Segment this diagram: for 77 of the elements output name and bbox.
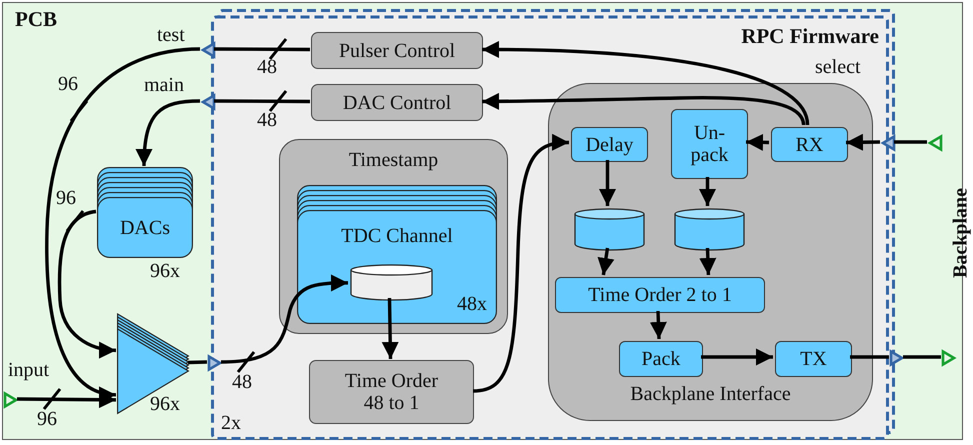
port-triangle	[890, 350, 904, 366]
arrow	[472, 134, 570, 393]
count-label: 2x	[221, 412, 241, 434]
arrow	[699, 177, 716, 206]
count-label: 96x	[150, 261, 180, 281]
arrow	[58, 210, 116, 358]
port-triangle	[201, 42, 215, 58]
process-box	[771, 127, 848, 162]
group-box	[548, 83, 873, 421]
group-title: RPC Firmware	[741, 25, 879, 48]
port-triangle	[928, 135, 942, 151]
port-triangle	[208, 355, 222, 371]
group-title: Timestamp	[348, 149, 440, 171]
port-triangle	[881, 135, 895, 151]
edge-label: 48	[257, 57, 277, 77]
connector-line	[850, 355, 889, 359]
process-box	[671, 109, 748, 179]
process-box	[571, 127, 648, 162]
stacked-box	[297, 185, 497, 324]
process-box	[775, 341, 852, 377]
box-label: Pulser Control	[338, 40, 456, 62]
cylinder	[574, 208, 645, 250]
box-label: DACs	[118, 216, 171, 238]
port-label: main	[144, 75, 184, 95]
edge-label: 48	[232, 372, 252, 392]
box-label: TX	[800, 348, 827, 370]
arrow	[650, 310, 667, 340]
edge-label: 96	[58, 74, 78, 94]
arrow	[136, 99, 200, 166]
count-label: 96x	[150, 394, 180, 414]
arrow	[482, 92, 806, 126]
cylinder	[674, 208, 745, 250]
amplifier-triangle	[117, 313, 189, 414]
group-title: Backplane Interface	[629, 383, 792, 405]
cylinder	[350, 264, 433, 300]
connector-line	[214, 99, 310, 104]
connector-line	[188, 360, 208, 364]
connector-line	[214, 47, 310, 52]
port-label: input	[8, 360, 50, 380]
port-label: test	[157, 25, 185, 45]
process-box	[555, 277, 765, 313]
edge-label: 48	[257, 110, 277, 130]
connector-line	[903, 355, 941, 359]
arrow	[599, 160, 616, 206]
box-label: Delay	[586, 134, 634, 156]
arrow	[846, 134, 880, 151]
process-box	[309, 360, 474, 424]
box-label: Un- pack	[690, 122, 730, 166]
process-box	[311, 84, 483, 121]
edge-label: 96	[37, 409, 57, 429]
group-title: TDC Channel	[340, 225, 454, 247]
box-label: Pack	[642, 348, 680, 370]
edge-label: 96	[56, 188, 76, 208]
port-triangle	[4, 392, 18, 408]
connector-line	[894, 140, 927, 144]
count-label: 48x	[457, 293, 487, 315]
box-label: Time Order 48 to 1	[344, 370, 440, 414]
box-label: Time Order 2 to 1	[588, 284, 732, 306]
arrow	[701, 348, 773, 366]
port-triangle	[201, 94, 215, 110]
group-title: PCB	[15, 8, 57, 32]
arrow	[746, 134, 770, 151]
process-box	[619, 341, 703, 377]
stacked-box	[97, 167, 193, 258]
side-title: Backplane	[950, 186, 970, 280]
arrow	[482, 41, 810, 126]
group-box	[279, 139, 508, 334]
arrow	[598, 248, 614, 276]
arrow	[220, 274, 348, 364]
process-box	[311, 32, 483, 69]
port-triangle	[942, 350, 956, 366]
arrow	[382, 298, 399, 360]
signal-label: select	[815, 57, 861, 77]
box-label: DAC Control	[342, 92, 452, 114]
firmware-boundary	[211, 9, 895, 440]
box-label: RX	[796, 134, 824, 156]
arrow	[699, 248, 716, 276]
